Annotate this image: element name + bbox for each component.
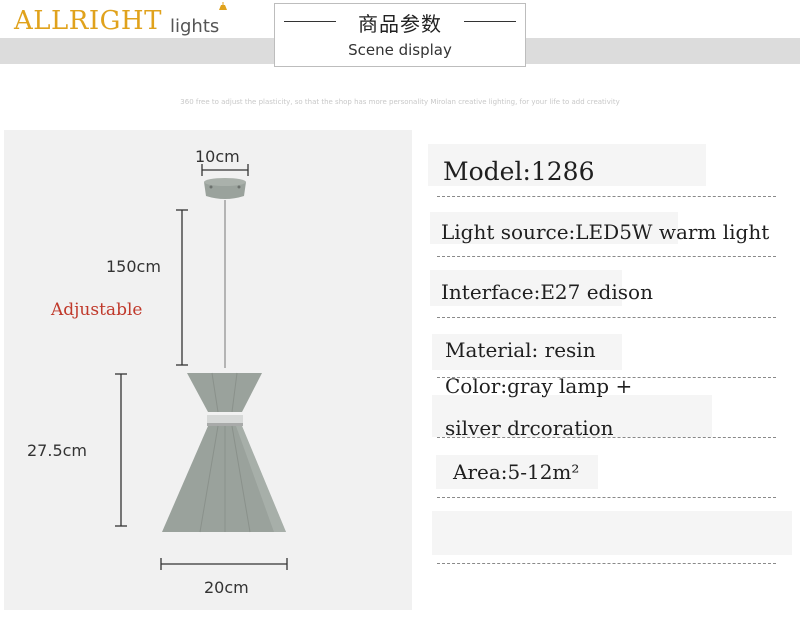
spec-divider — [437, 497, 776, 498]
dim-shade-height: 27.5cm — [27, 441, 88, 460]
spec-light-source: Light source:LED5W warm light — [441, 220, 770, 244]
spec-bg — [432, 395, 712, 437]
brand-subtext: lights — [170, 16, 220, 37]
spec-divider — [437, 563, 776, 564]
title-frame — [274, 3, 526, 67]
product-image-panel — [4, 130, 412, 610]
spec-interface: Interface:E27 edison — [441, 280, 653, 304]
section-title: 商品参数 — [358, 12, 442, 36]
title-rule-right — [464, 21, 516, 22]
spec-divider — [437, 317, 776, 318]
spec-model: Model:1286 — [443, 157, 595, 186]
spec-bg — [430, 212, 678, 244]
spec-bg — [428, 144, 706, 186]
spec-divider — [437, 196, 776, 197]
pendant-lamp-illustration — [115, 164, 288, 570]
spec-color-line2: silver drcoration — [445, 416, 614, 440]
section-subtitle: Scene display — [348, 41, 452, 59]
dim-canopy-width: 10cm — [195, 147, 240, 166]
spec-bg — [436, 455, 598, 489]
spec-divider — [437, 377, 776, 378]
spec-divider — [437, 437, 776, 438]
title-rule-left — [284, 21, 336, 22]
lamp-logo-icon — [219, 2, 227, 10]
spec-bg — [432, 511, 792, 555]
tagline: 360 free to adjust the plasticity, so th… — [180, 98, 620, 106]
dim-shade-width: 20cm — [204, 578, 249, 597]
spec-color-line1: Color:gray lamp + — [445, 374, 633, 398]
spec-area: Area:5-12m² — [453, 460, 580, 484]
dim-cord-length: 150cm — [106, 257, 161, 276]
spec-material: Material: resin — [445, 338, 596, 362]
spec-bg — [432, 334, 622, 370]
adjustable-label: Adjustable — [51, 300, 143, 320]
spec-bg — [430, 270, 622, 306]
spec-divider — [437, 256, 776, 257]
brand-logo: ALLRIGHT — [14, 6, 162, 36]
